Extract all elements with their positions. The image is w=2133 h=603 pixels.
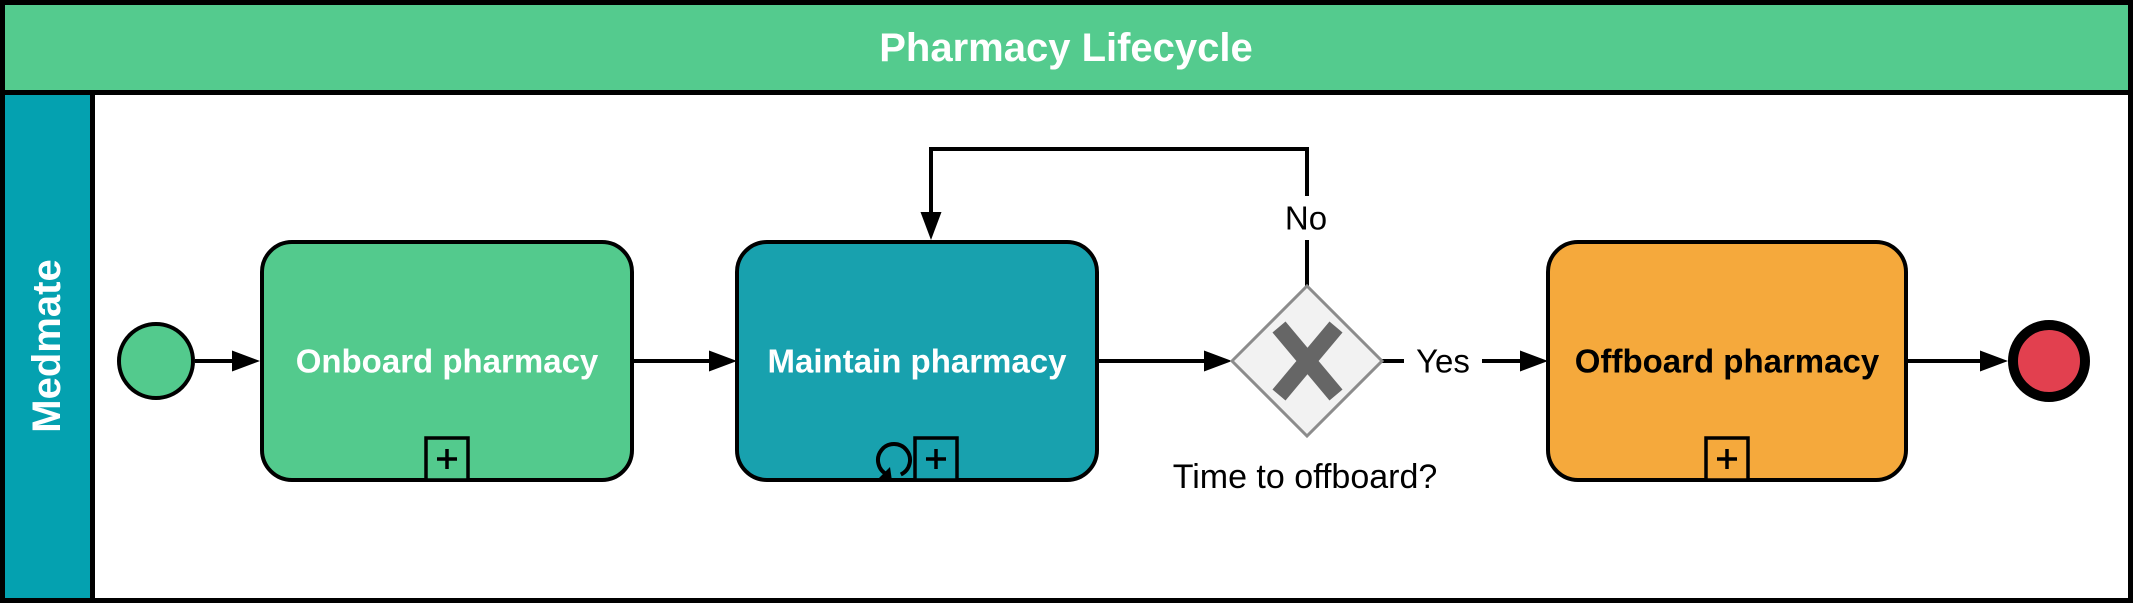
arrowhead-icon bbox=[232, 350, 260, 372]
arrowhead-icon bbox=[709, 350, 737, 372]
sequence-flows bbox=[195, 147, 2008, 372]
flow-label-background bbox=[1277, 196, 1335, 240]
end-event[interactable] bbox=[2008, 320, 2090, 402]
task-maintain-label: Maintain pharmacy bbox=[768, 343, 1068, 380]
flow-label-no: No bbox=[1285, 200, 1327, 237]
subprocess-expand-icon[interactable] bbox=[913, 436, 959, 482]
task-offboard-pharmacy[interactable]: Offboard pharmacy bbox=[1546, 240, 1908, 482]
flow-label-background bbox=[1404, 339, 1482, 383]
subprocess-expand-icon[interactable] bbox=[424, 436, 470, 482]
task-maintain-pharmacy[interactable]: Maintain pharmacy bbox=[735, 240, 1099, 482]
arrowhead-icon bbox=[1204, 350, 1232, 372]
lane-label-bar bbox=[5, 95, 90, 598]
task-onboard-label: Onboard pharmacy bbox=[296, 343, 599, 380]
arrowhead-icon bbox=[1520, 350, 1548, 372]
start-event[interactable] bbox=[117, 322, 195, 400]
arrowhead-icon bbox=[1980, 350, 2008, 372]
subprocess-expand-icon[interactable] bbox=[1704, 436, 1750, 482]
gateway-question-label: Time to offboard? bbox=[1173, 458, 1438, 496]
pool-title: Pharmacy Lifecycle bbox=[879, 26, 1253, 70]
task-offboard-label: Offboard pharmacy bbox=[1575, 343, 1880, 380]
task-onboard-pharmacy[interactable]: Onboard pharmacy bbox=[260, 240, 634, 482]
exclusive-gateway[interactable] bbox=[1229, 283, 1385, 439]
loop-icon bbox=[876, 442, 912, 481]
lane-label: Medmate bbox=[25, 259, 69, 432]
arrowhead-icon bbox=[920, 212, 942, 240]
gateway-x-icon bbox=[1272, 321, 1343, 401]
pool-title-bar bbox=[5, 5, 2128, 90]
flow-label-yes: Yes bbox=[1416, 343, 1470, 380]
